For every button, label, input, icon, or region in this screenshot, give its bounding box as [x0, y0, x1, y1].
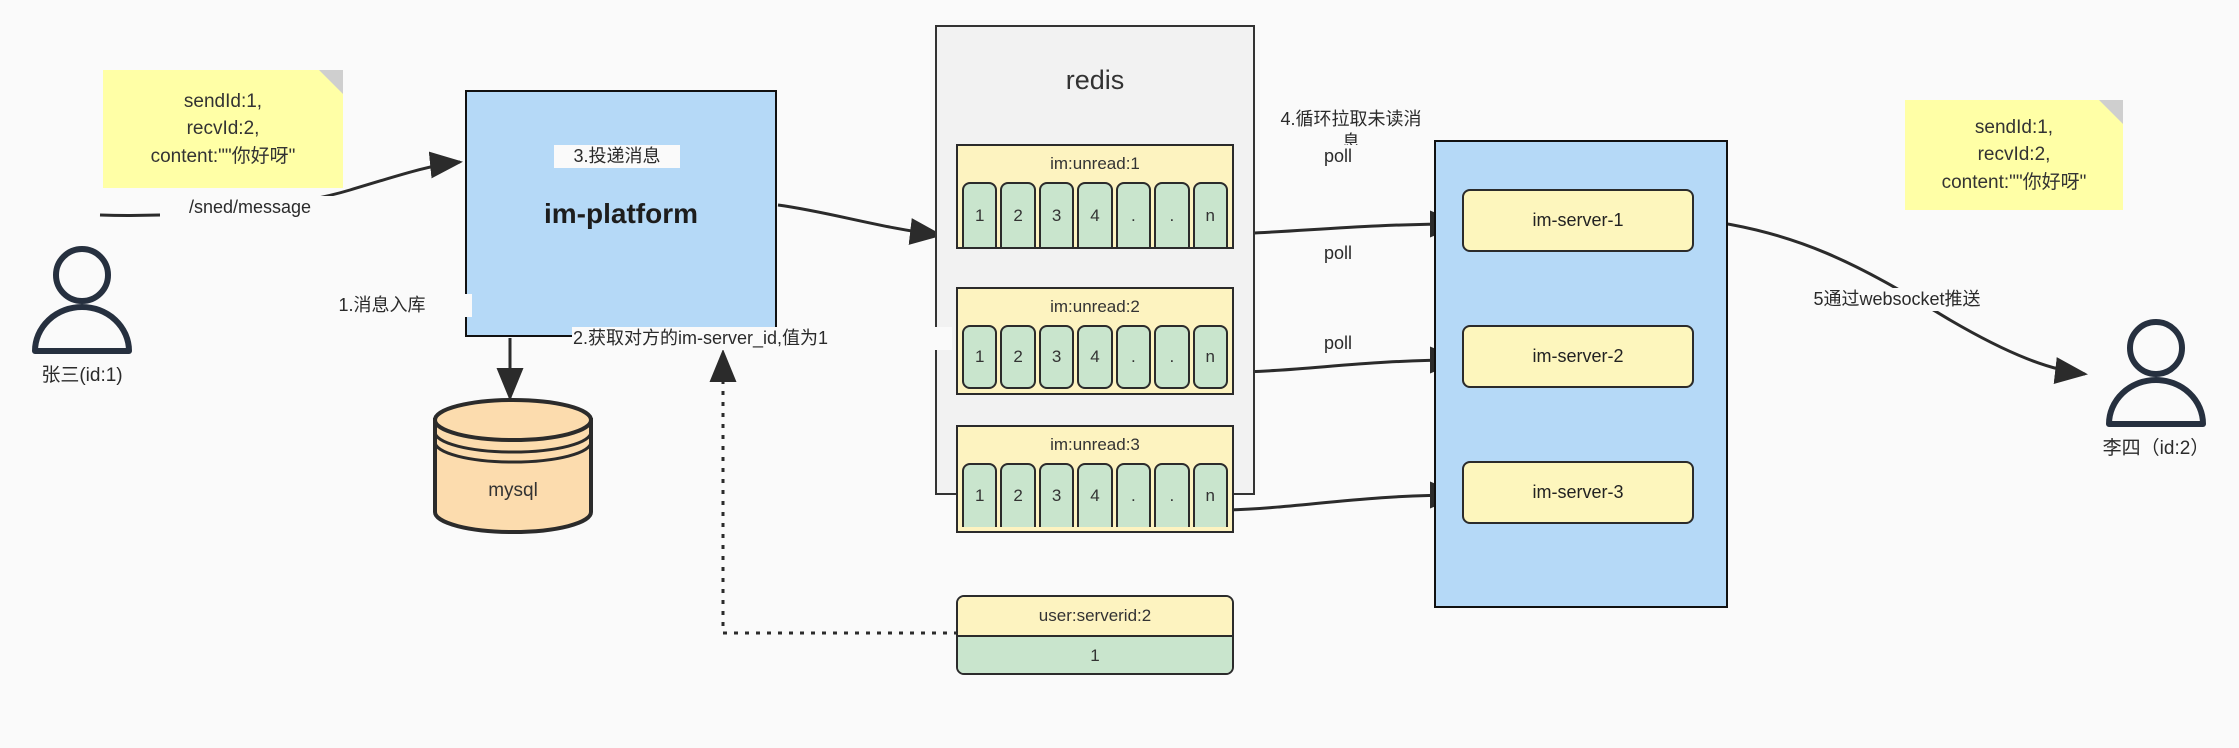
edge-label-step5: 5通过websocket推送	[1782, 288, 2012, 311]
im-server-2-label: im-server-2	[1532, 346, 1624, 366]
im-server-3-node[interactable]: im-server-3	[1462, 461, 1694, 524]
redis-kv-value: 1	[958, 637, 1232, 673]
redis-kv-user-serverid[interactable]: user:serverid:2 1	[956, 595, 1234, 675]
mysql-label: mysql	[488, 480, 538, 501]
actor-sender-label: 张三(id:1)	[41, 365, 123, 386]
redis-list-1-key: im:unread:1	[1050, 154, 1140, 173]
redis-cell: 3	[1038, 182, 1075, 247]
im-platform-label: im-platform	[544, 197, 698, 229]
edge-label-step2: 2.获取对方的im-server_id,值为1	[572, 327, 952, 350]
actor-receiver-label: 李四（id:2）	[2102, 438, 2210, 459]
redis-list-im-unread-2[interactable]: im:unread:2 1 2 3 4 . . n	[956, 287, 1234, 395]
note-fold-icon	[2099, 100, 2123, 124]
redis-cell: .	[1115, 325, 1152, 389]
redis-title: redis	[1065, 65, 1125, 95]
redis-list-im-unread-3[interactable]: im:unread:3 1 2 3 4 . . n	[956, 425, 1234, 533]
im-server-1-label: im-server-1	[1532, 210, 1624, 230]
redis-cell: n	[1192, 325, 1228, 389]
im-server-2-node[interactable]: im-server-2	[1462, 325, 1694, 388]
redis-cell: 2	[1000, 182, 1036, 247]
note-fold-icon	[319, 70, 343, 94]
note-left: sendId:1, recvId:2, content:""你好呀"	[103, 70, 343, 188]
redis-cell: 4	[1077, 463, 1113, 527]
redis-cell: 1	[962, 463, 998, 527]
actor-sender: 张三(id:1)	[18, 243, 146, 388]
user-icon	[32, 246, 132, 354]
user-icon	[2106, 319, 2206, 427]
actor-receiver: 李四（id:2）	[2092, 316, 2220, 461]
redis-list-im-unread-1[interactable]: im:unread:1 1 2 3 4 . . n	[956, 144, 1234, 249]
redis-list-2-key: im:unread:2	[1050, 297, 1140, 316]
im-server-3-label: im-server-3	[1532, 482, 1624, 502]
note-right-text: sendId:1, recvId:2, content:""你好呀"	[1941, 116, 2087, 193]
edge-poll-2	[1227, 346, 1463, 374]
edge-poll-3	[1227, 481, 1463, 512]
redis-cell: 3	[1038, 325, 1075, 389]
redis-cell: .	[1154, 182, 1190, 247]
im-platform-node[interactable]: im-platform	[465, 90, 777, 337]
redis-cell: 2	[1000, 463, 1036, 527]
edge-label-step1: 1.消息入库	[292, 294, 472, 317]
redis-cell: n	[1192, 463, 1228, 527]
note-right: sendId:1, recvId:2, content:""你好呀"	[1905, 100, 2123, 210]
redis-cell: 3	[1038, 463, 1075, 527]
edge-label-send-message: /sned/message	[160, 196, 340, 219]
im-server-1-node[interactable]: im-server-1	[1462, 189, 1694, 252]
edge-step3-deliver	[777, 203, 943, 245]
redis-cell: 1	[962, 182, 998, 247]
edge-poll-1	[1227, 210, 1463, 238]
edge-step2-dotted	[709, 349, 958, 635]
redis-cell: 1	[962, 325, 998, 389]
edge-label-poll-2: poll	[1308, 242, 1368, 265]
redis-cell: 2	[1000, 325, 1036, 389]
redis-cell: .	[1115, 182, 1152, 247]
redis-cell: .	[1154, 325, 1190, 389]
edge-label-poll-3: poll	[1308, 332, 1368, 355]
redis-list-3-cells: 1 2 3 4 . . n	[958, 463, 1232, 531]
redis-cell: .	[1154, 463, 1190, 527]
redis-kv-key: user:serverid:2	[958, 597, 1232, 637]
redis-list-1-cells: 1 2 3 4 . . n	[958, 182, 1232, 251]
redis-cell: .	[1115, 463, 1152, 527]
redis-container: redis	[935, 25, 1255, 495]
note-left-text: sendId:1, recvId:2, content:""你好呀"	[150, 90, 296, 167]
redis-cell: n	[1192, 182, 1228, 247]
database-cylinder-icon	[433, 398, 593, 534]
redis-list-3-key: im:unread:3	[1050, 435, 1140, 454]
redis-list-2-cells: 1 2 3 4 . . n	[958, 325, 1232, 393]
redis-cell: 4	[1077, 182, 1113, 247]
edge-label-step3: 3.投递消息	[554, 145, 680, 168]
redis-cell: 4	[1077, 325, 1113, 389]
mysql-datastore[interactable]: mysql	[430, 398, 596, 534]
edge-label-poll-1: poll	[1308, 145, 1368, 168]
